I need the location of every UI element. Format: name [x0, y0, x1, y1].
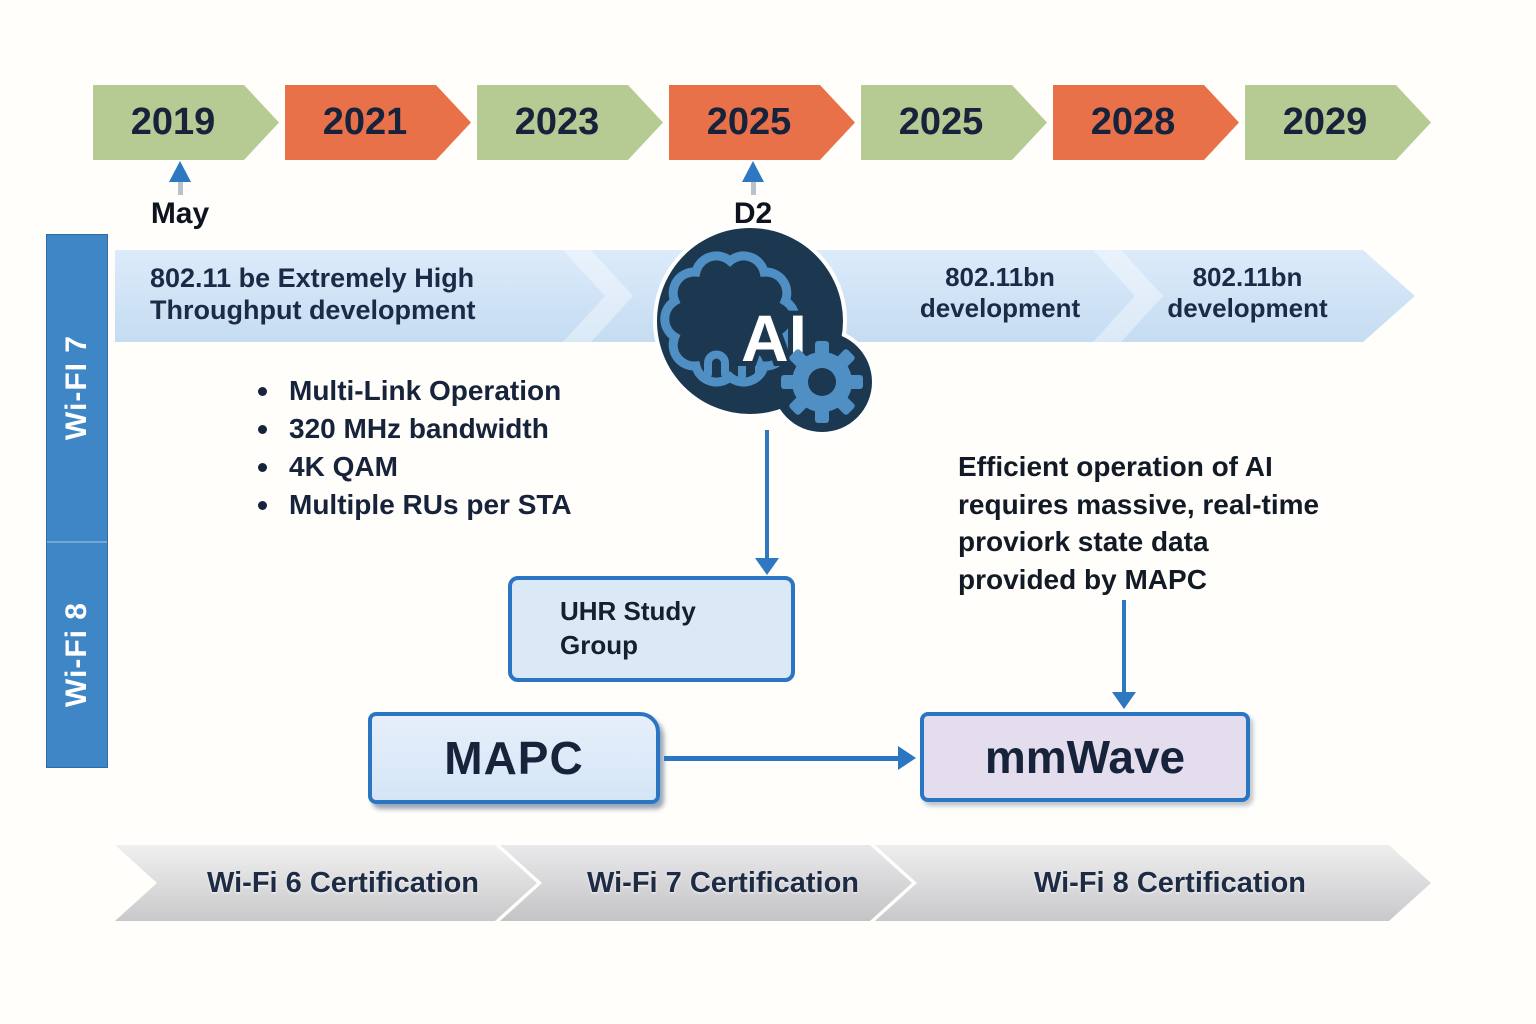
sidebar-wifi8-label: Wi-Fi 8 [60, 602, 93, 708]
bullet-icon [258, 424, 267, 434]
cert-segment-wifi6: Wi-Fi 6 Certification [115, 845, 537, 921]
uhr-study-group-box: UHR Study Group [508, 576, 795, 682]
marker-d2: D2 [723, 161, 783, 231]
list-item: Multi-Link Operation [258, 372, 572, 410]
mapc-label: MAPC [444, 732, 584, 784]
wifi7-feature-list: Multi-Link Operation 320 MHz bandwidth 4… [258, 372, 572, 524]
mapc-box: MAPC [368, 712, 660, 804]
cert-segment-wifi8: Wi-Fi 8 Certification [875, 845, 1431, 921]
down-arrow-icon [755, 558, 779, 575]
sidebar-wifi7-label: Wi-FI 7 [60, 335, 93, 441]
brain-squiggles [704, 350, 763, 380]
up-arrow-icon [169, 161, 191, 182]
note-line: requires massive, real-time [958, 488, 1320, 520]
brain-outline [660, 251, 800, 387]
right-arrow-icon [898, 746, 916, 770]
marker-may: May [150, 161, 210, 231]
feature-label: 4K QAM [289, 451, 398, 482]
band-80211be-bold: 802.11 be [150, 263, 271, 293]
list-item: 320 MHz bandwidth [258, 410, 572, 448]
bullet-icon [258, 386, 267, 396]
sidebar-wifi8-zone: Wi-Fi 8 [47, 543, 107, 767]
arrow-stem [177, 182, 183, 195]
year-chevron-2025-b: 2025 [861, 85, 1047, 160]
marker-may-label: May [150, 197, 210, 230]
ai-letters: AI [741, 301, 807, 375]
bullet-icon [258, 500, 267, 510]
band-80211be-rest: Extremely High Throughput development [150, 263, 476, 325]
arrow-shaft [664, 756, 900, 761]
year-chevron-2019: 2019 [93, 85, 279, 160]
sidebar-wifi7-zone: Wi-FI 7 [47, 235, 107, 543]
year-chevron-2025-a: 2025 [669, 85, 855, 160]
band-80211bn-label-1: 802.11bn development [919, 262, 1081, 323]
arrow-stem [1122, 600, 1126, 692]
feature-label: 320 MHz bandwidth [289, 413, 549, 444]
bullet-icon [258, 462, 267, 472]
arrow-stem [750, 182, 756, 195]
arrow-ai-to-uhr [755, 430, 779, 575]
list-item: 4K QAM [258, 448, 572, 486]
gear-icon [781, 341, 863, 423]
cert-segment-wifi7: Wi-Fi 7 Certification [500, 845, 912, 921]
year-chevron-2029: 2029 [1245, 85, 1431, 160]
mapc-note: Efficient operation of AI requires massi… [958, 448, 1319, 598]
generation-sidebar: Wi-FI 7 Wi-Fi 8 [46, 234, 108, 768]
ai-brain-gear-icon: AI [653, 224, 876, 436]
note-line: Efficient operation of AI [958, 451, 1273, 482]
feature-label: Multi-Link Operation [289, 375, 562, 406]
note-line: proviork state data [958, 526, 1209, 558]
arrow-mapc-to-mmwave [664, 746, 916, 770]
up-arrow-icon [742, 161, 764, 182]
mmwave-box: mmWave [920, 712, 1250, 802]
list-item: Multiple RUs per STA [258, 486, 572, 524]
band-80211be-label: 802.11 be Extremely High Throughput deve… [150, 263, 580, 327]
feature-label: Multiple RUs per STA [289, 489, 572, 520]
year-chevron-2021: 2021 [285, 85, 471, 160]
note-line: provided by MAPC [958, 563, 1207, 595]
down-arrow-icon [1112, 692, 1136, 709]
year-chevron-2028: 2028 [1053, 85, 1239, 160]
mmwave-label: mmWave [984, 731, 1186, 783]
year-chevron-2023: 2023 [477, 85, 663, 160]
band-80211bn-label-2: 802.11bn development [1167, 262, 1328, 323]
arrow-stem [765, 430, 769, 558]
uhr-study-group-label: UHR Study Group [560, 596, 696, 660]
arrow-note-to-mmwave [1112, 600, 1136, 709]
